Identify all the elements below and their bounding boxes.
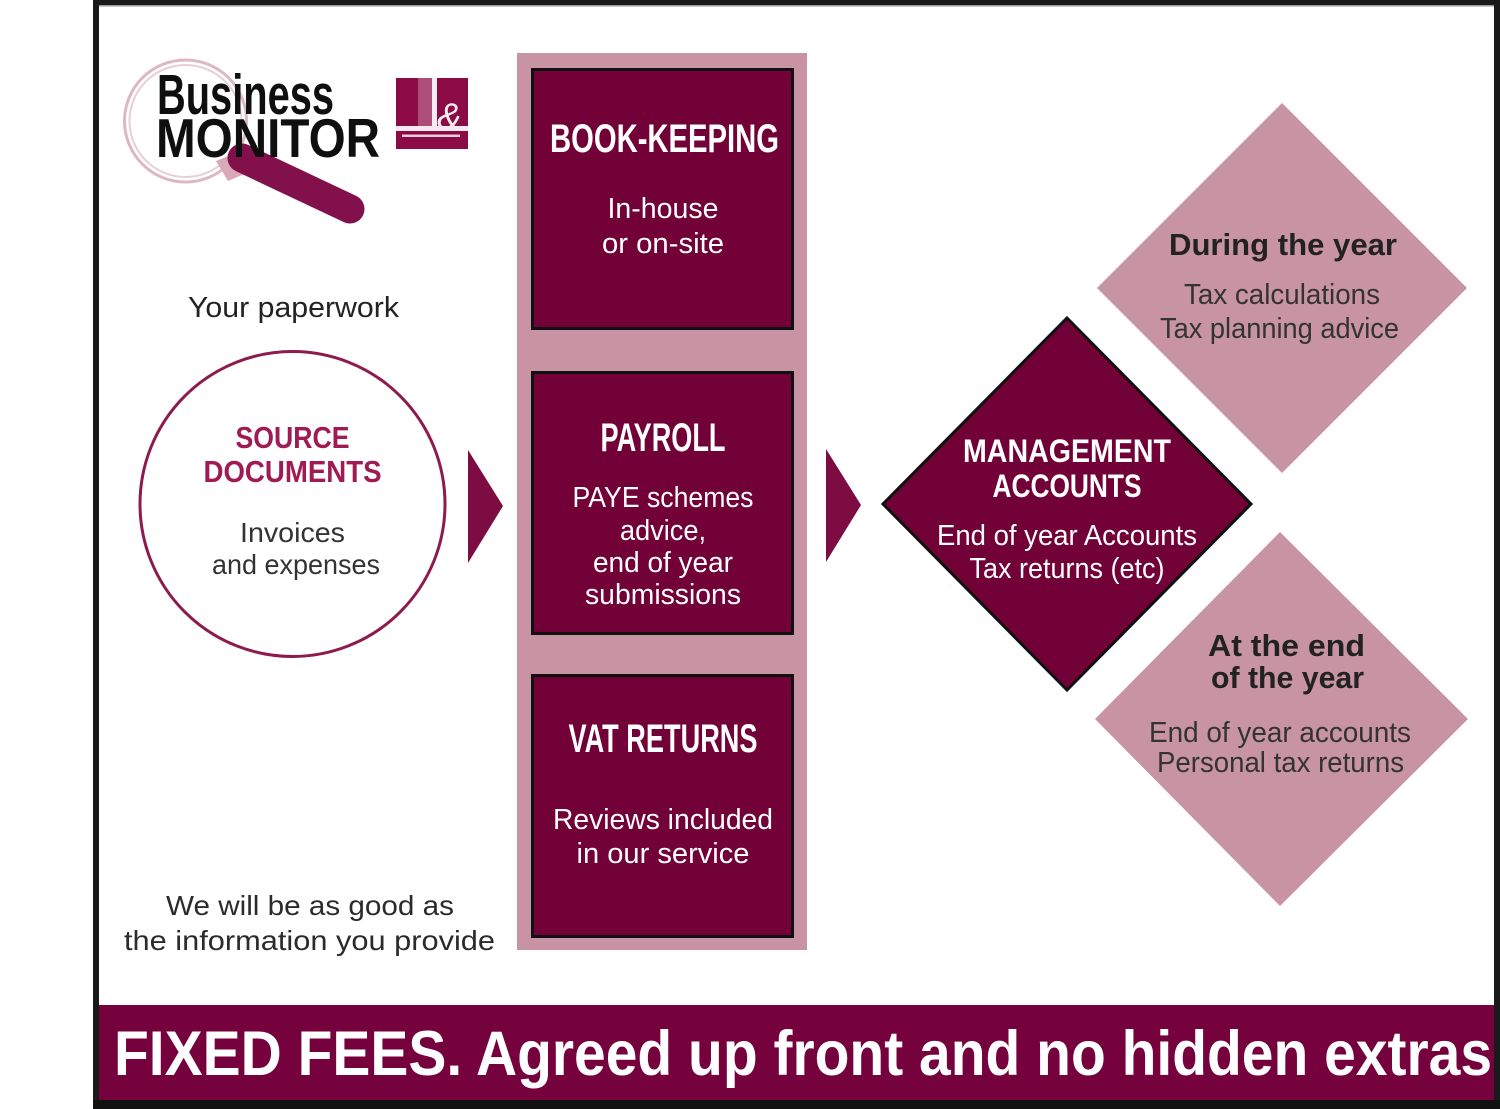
svg-text:We will be as good as: We will be as good as <box>166 890 454 921</box>
svg-text:end of year: end of year <box>593 547 733 579</box>
svg-text:Invoices: Invoices <box>240 517 345 548</box>
svg-text:End of year Accounts: End of year Accounts <box>937 520 1197 552</box>
svg-text:BOOK-KEEPING: BOOK-KEEPING <box>550 117 779 161</box>
svg-text:Tax returns (etc): Tax returns (etc) <box>970 553 1165 585</box>
svg-text:During the year: During the year <box>1169 227 1397 262</box>
svg-text:and expenses: and expenses <box>212 549 380 580</box>
svg-text:Personal tax returns: Personal tax returns <box>1157 747 1404 779</box>
svg-text:Reviews included: Reviews included <box>553 804 773 836</box>
svg-text:PAYE schemes: PAYE schemes <box>573 482 754 514</box>
svg-text:PAYROLL: PAYROLL <box>601 416 726 460</box>
svg-text:or on-site: or on-site <box>602 228 724 260</box>
svg-text:At the end: At the end <box>1208 628 1365 663</box>
svg-text:FIXED FEES. Agreed up front an: FIXED FEES. Agreed up front and no hidde… <box>114 1019 1492 1089</box>
svg-text:DOCUMENTS: DOCUMENTS <box>204 454 382 489</box>
svg-text:MANAGEMENT: MANAGEMENT <box>963 433 1171 469</box>
svg-text:Tax calculations: Tax calculations <box>1184 279 1380 311</box>
svg-text:MONITOR: MONITOR <box>156 107 380 169</box>
svg-text:In-house: In-house <box>608 193 719 225</box>
svg-text:Your paperwork: Your paperwork <box>188 292 400 324</box>
svg-text:advice,: advice, <box>620 515 706 547</box>
svg-text:in our service: in our service <box>577 838 750 870</box>
svg-text:End of year accounts: End of year accounts <box>1149 717 1411 749</box>
svg-text:of the year: of the year <box>1211 660 1364 695</box>
svg-text:submissions: submissions <box>585 579 741 611</box>
svg-text:Tax planning advice: Tax planning advice <box>1160 313 1399 345</box>
svg-text:SOURCE: SOURCE <box>236 420 350 455</box>
svg-text:VAT RETURNS: VAT RETURNS <box>569 717 758 761</box>
svg-text:Business: Business <box>157 63 334 127</box>
svg-text:ACCOUNTS: ACCOUNTS <box>993 468 1142 504</box>
svg-text:the information you provide: the information you provide <box>124 925 495 956</box>
